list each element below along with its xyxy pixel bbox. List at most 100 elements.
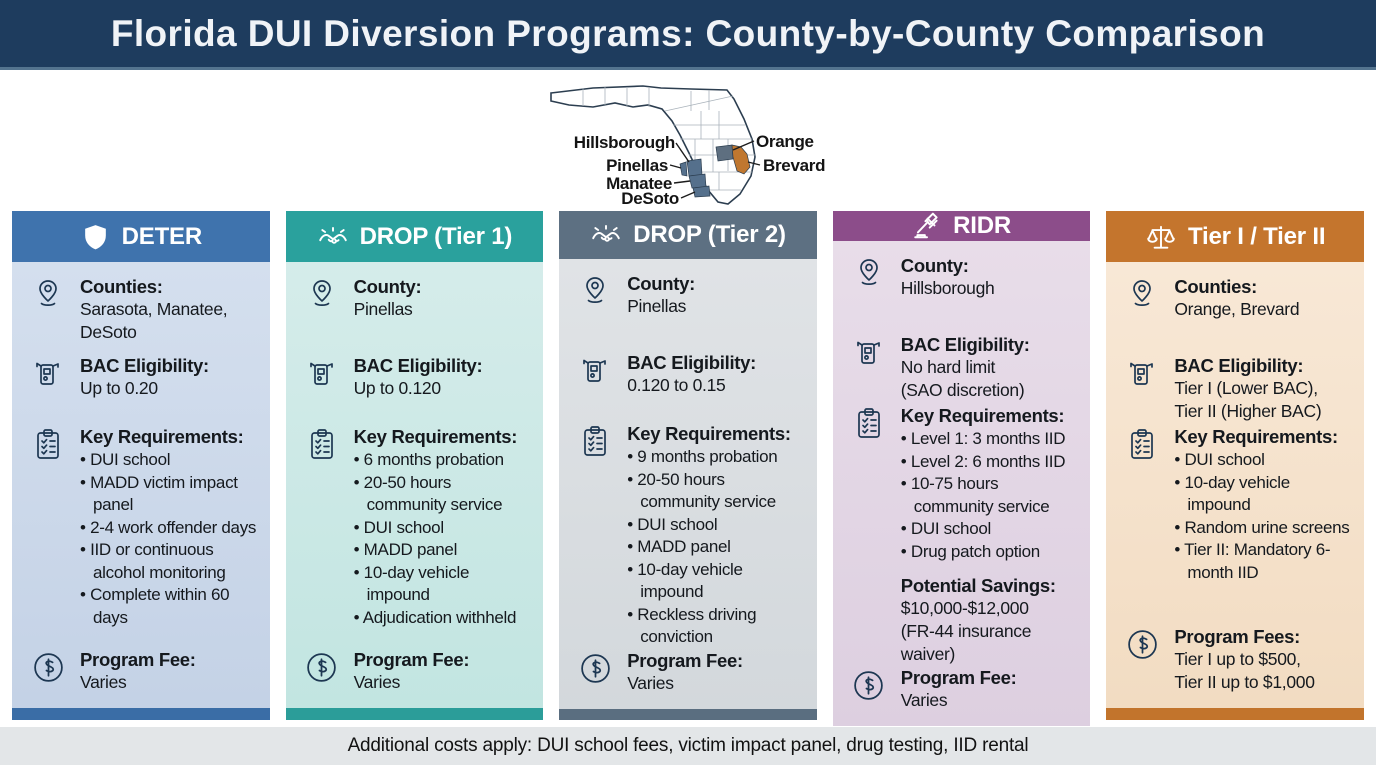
fee-section: Program Fee: Varies (25, 648, 261, 698)
requirements-section: Key Requirements: 9 months probation20-5… (572, 422, 808, 649)
location-pin-icon (846, 254, 892, 333)
requirement-item: 10-75 hours community service (901, 473, 1082, 518)
requirements-section: Key Requirements: DUI school10-day vehic… (1119, 425, 1355, 625)
map-label-manatee: Manatee (606, 174, 672, 193)
checklist-icon (25, 425, 71, 648)
bac-label: BAC Eligibility: (627, 352, 756, 374)
bac-label: BAC Eligibility: (900, 334, 1030, 355)
savings-value: $10,000-$12,000 (FR-44 insurance waiver) (900, 598, 1032, 664)
requirement-item: 2-4 work offender days (80, 517, 261, 540)
card-tier-header: Tier I / Tier II (1106, 211, 1364, 262)
card-deter-header: DETER (12, 211, 270, 262)
map-label-hillsborough: Hillsborough (573, 133, 676, 152)
breathalyzer-icon (1119, 354, 1165, 425)
footer-note-strip: Additional costs apply: DUI school fees,… (0, 727, 1376, 765)
location-pin-icon (572, 272, 618, 351)
fee-section: Program Fee: Varies (846, 666, 1082, 716)
scales-icon (1147, 225, 1175, 249)
requirements-label: Key Requirements: (353, 426, 518, 447)
county-section: County: Pinellas (572, 272, 808, 351)
bac-value: No hard limit (SAO discretion) (900, 357, 1025, 400)
fee-section: Program Fee: Varies (299, 648, 535, 698)
fee-section: Program Fee: Varies (572, 649, 808, 699)
fee-value: Varies (353, 672, 401, 692)
bac-value: Up to 0.20 (80, 378, 158, 398)
requirements-label: Key Requirements: (900, 405, 1065, 426)
bac-section: BAC Eligibility: Up to 0.120 (299, 354, 535, 425)
requirements-label: Key Requirements: (80, 426, 244, 447)
requirements-list: DUI school10-day vehicle impoundRandom u… (1174, 449, 1355, 584)
fee-value: Varies (900, 690, 948, 710)
requirement-item: DUI school (354, 517, 535, 540)
fee-section: Program Fees: Tier I up to $500, Tier II… (1119, 625, 1355, 698)
county-label: County: (627, 273, 695, 295)
requirements-list: 6 months probation20-50 hours community … (354, 449, 535, 629)
card-drop-tier2: DROP (Tier 2) County: Pinellas BAC Eligi… (559, 211, 817, 720)
card-accent-bar (1106, 708, 1364, 720)
fee-label: Program Fee: (80, 649, 196, 670)
requirement-item: Complete within 60 days (80, 584, 261, 629)
map-label-desoto: DeSoto (621, 189, 679, 208)
county-value: Pinellas (627, 296, 687, 317)
card-title: DROP (Tier 1) (359, 222, 513, 250)
requirements-label: Key Requirements: (1174, 426, 1338, 447)
checklist-icon (1119, 425, 1165, 625)
dollar-icon (846, 666, 892, 712)
requirement-item: MADD panel (627, 536, 808, 559)
card-tier-body: Counties: Orange, Brevard BAC Eligibilit… (1106, 262, 1364, 708)
card-title: Tier I / Tier II (1188, 222, 1326, 250)
county-label: County: (900, 255, 969, 276)
map-label-orange: Orange (756, 132, 814, 151)
location-pin-icon (1119, 275, 1165, 354)
florida-map-graphic (550, 85, 761, 205)
counties-section: Counties: Sarasota, Manatee, DeSoto (25, 275, 261, 354)
dollar-icon (299, 648, 345, 694)
requirement-item: 20-50 hours community service (354, 472, 535, 517)
card-drop1-body: County: Pinellas BAC Eligibility: Up to … (285, 262, 544, 708)
fee-label: Program Fee: (627, 649, 743, 671)
requirements-section: Key Requirements: 6 months probation20-5… (299, 425, 535, 648)
card-tier1-tier2: Tier I / Tier II Counties: Orange, Breva… (1106, 211, 1364, 720)
fee-label: Program Fee: (353, 649, 470, 670)
requirement-item: MADD panel (354, 539, 535, 562)
county-value: Pinellas (353, 299, 413, 319)
card-drop1-header: DROP (Tier 1) (285, 211, 544, 262)
orange-county (715, 144, 734, 162)
requirement-item: 6 months probation (354, 449, 535, 472)
savings-block: Potential Savings: $10,000-$12,000 (FR-4… (901, 574, 1082, 666)
requirement-item: Level 1: 3 months IID (901, 428, 1082, 451)
card-title: DETER (121, 222, 203, 250)
bac-section: BAC Eligibility: No hard limit (SAO disc… (846, 333, 1082, 404)
page-title: Florida DUI Diversion Programs: County-b… (110, 12, 1266, 54)
fees-label: Program Fees: (1174, 626, 1301, 647)
dollar-icon (572, 649, 618, 695)
pinellas-county (679, 161, 688, 177)
requirement-item: 20-50 hours community service (627, 469, 808, 514)
bac-section: BAC Eligibility: Up to 0.20 (25, 354, 261, 425)
card-ridr: RIDR County: Hillsborough BAC Eligibilit… (832, 211, 1091, 726)
dollar-icon (1119, 625, 1165, 694)
counties-label: Counties: (1174, 276, 1257, 297)
breathalyzer-icon (25, 354, 71, 425)
counties-section: Counties: Orange, Brevard (1119, 275, 1355, 354)
card-deter: DETER Counties: Sarasota, Manatee, DeSot… (12, 211, 270, 720)
requirement-item: Tier II: Mandatory 6-month IID (1174, 539, 1355, 584)
requirement-item: DUI school (901, 518, 1082, 541)
requirements-list: Level 1: 3 months IIDLevel 2: 6 months I… (901, 428, 1082, 563)
bac-section: BAC Eligibility: Tier I (Lower BAC), Tie… (1119, 354, 1355, 425)
program-cards-row: DETER Counties: Sarasota, Manatee, DeSot… (0, 211, 1376, 726)
bac-value: 0.120 to 0.15 (627, 375, 726, 396)
requirement-item: Drug patch option (901, 541, 1082, 564)
counties-value: Sarasota, Manatee, DeSoto (80, 299, 228, 342)
requirement-item: Level 2: 6 months IID (901, 451, 1082, 474)
card-accent-bar (285, 708, 544, 720)
checklist-icon (572, 422, 618, 649)
requirement-item: MADD victim impact panel (80, 472, 261, 517)
requirement-item: Reckless driving conviction (627, 604, 808, 649)
checklist-icon (299, 425, 345, 648)
location-pin-icon (25, 275, 71, 354)
breathalyzer-icon (572, 351, 618, 422)
handshake-icon (592, 225, 620, 242)
breathalyzer-icon (299, 354, 345, 425)
requirements-list: 9 months probation20-50 hours community … (627, 446, 808, 649)
